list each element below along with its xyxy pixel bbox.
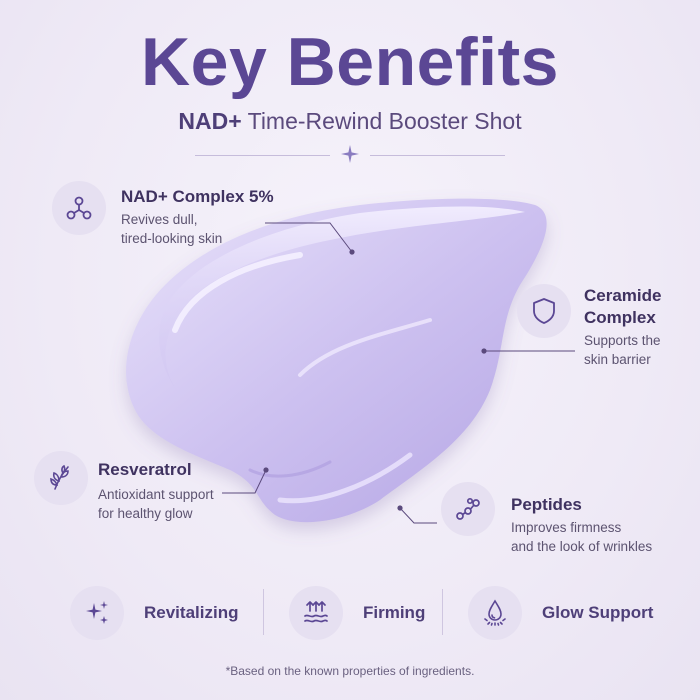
- feature-glow-support-label: Glow Support: [542, 603, 654, 622]
- page-title: Key Benefits: [141, 24, 559, 100]
- divider-right: [370, 155, 505, 156]
- shield-icon: [517, 284, 571, 338]
- benefit-resveratrol-desc-1: Antioxidant support: [98, 487, 214, 502]
- benefit-ceramide-desc-1: Supports the: [584, 333, 661, 348]
- feature-firming: Firming: [289, 583, 425, 643]
- benefit-ceramide-title-2: Complex: [584, 308, 656, 327]
- subtitle-product: Time-Rewind Booster Shot: [247, 108, 522, 134]
- feature-revitalizing-label: Revitalizing: [144, 603, 239, 622]
- benefit-peptides-desc-2: and the look of wrinkles: [511, 539, 653, 554]
- sparkles-icon: [70, 586, 124, 640]
- molecule-icon: [52, 181, 106, 235]
- benefit-ceramide-desc-2: skin barrier: [584, 352, 651, 367]
- droplet-glow-icon: [468, 586, 522, 640]
- feature-revitalizing: Revitalizing: [70, 583, 238, 643]
- lift-waves-icon: [289, 586, 343, 640]
- benefit-nad-desc-1: Revives dull,: [121, 212, 198, 227]
- benefit-peptides-desc-1: Improves firmness: [511, 520, 622, 535]
- divider-left: [195, 155, 330, 156]
- peptide-chain-icon: [441, 482, 495, 536]
- feature-glow-support: Glow Support: [468, 583, 653, 643]
- product-subtitle: NAD+ Time-Rewind Booster Shot: [0, 106, 700, 136]
- subtitle-brand: NAD+: [178, 108, 242, 134]
- leaf-icon: [34, 451, 88, 505]
- feature-separator-1: [263, 589, 264, 635]
- benefit-nad-desc-2: tired-looking skin: [121, 231, 223, 246]
- benefit-ceramide-title-1: Ceramide: [584, 286, 662, 305]
- feature-firming-label: Firming: [363, 603, 426, 622]
- sparkle-divider-icon: [341, 145, 359, 163]
- feature-separator-2: [442, 589, 443, 635]
- benefit-resveratrol-desc-2: for healthy glow: [98, 506, 193, 521]
- footnote: *Based on the known properties of ingred…: [225, 664, 475, 678]
- benefit-peptides-title: Peptides: [511, 495, 582, 514]
- benefit-nad-title: NAD+ Complex 5%: [121, 187, 274, 206]
- benefit-resveratrol-title: Resveratrol: [98, 460, 192, 479]
- feature-row: Revitalizing Firming: [70, 583, 660, 643]
